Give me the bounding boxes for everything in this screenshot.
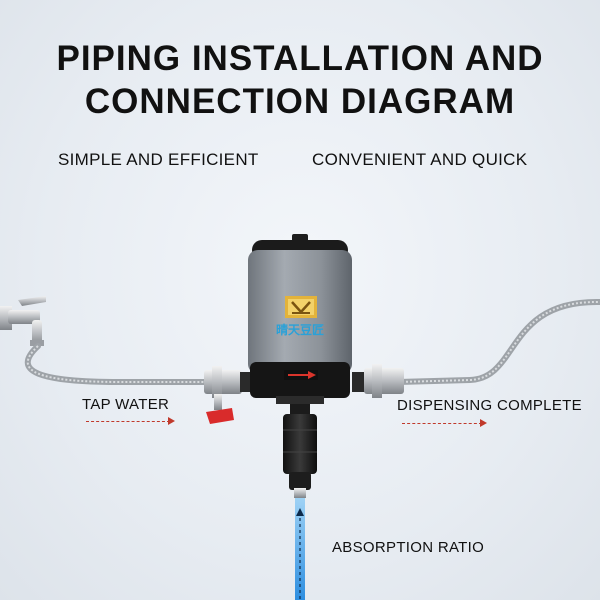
tap-water-dashed-arrow	[86, 421, 170, 422]
brand-logo-icon	[285, 296, 317, 318]
tap-water-arrowhead	[168, 417, 175, 425]
outlet-hose	[395, 298, 600, 385]
title-line-2: CONNECTION DIAGRAM	[84, 82, 516, 121]
inlet-hose	[24, 343, 209, 385]
inlet-fitting	[204, 366, 252, 410]
label-dispensing-complete: DISPENSING COMPLETE	[397, 397, 582, 414]
dispensing-dashed-arrow	[402, 423, 482, 424]
valve-handle-icon	[206, 408, 234, 424]
brand-text: 晴天豆匠	[276, 322, 324, 337]
label-tap-water: TAP WATER	[82, 396, 170, 413]
faucet-icon	[0, 296, 46, 346]
label-absorption-ratio: ABSORPTION RATIO	[332, 539, 485, 556]
subtitle-convenient: CONVENIENT AND QUICK	[312, 150, 528, 169]
subtitle-simple: SIMPLE AND EFFICIENT	[58, 150, 259, 169]
outlet-fitting	[352, 364, 404, 398]
dispensing-arrowhead	[480, 419, 487, 427]
flow-arrow-icon	[284, 370, 318, 380]
dosing-column	[283, 404, 317, 498]
title-line-1: PIPING INSTALLATION AND	[56, 39, 544, 78]
